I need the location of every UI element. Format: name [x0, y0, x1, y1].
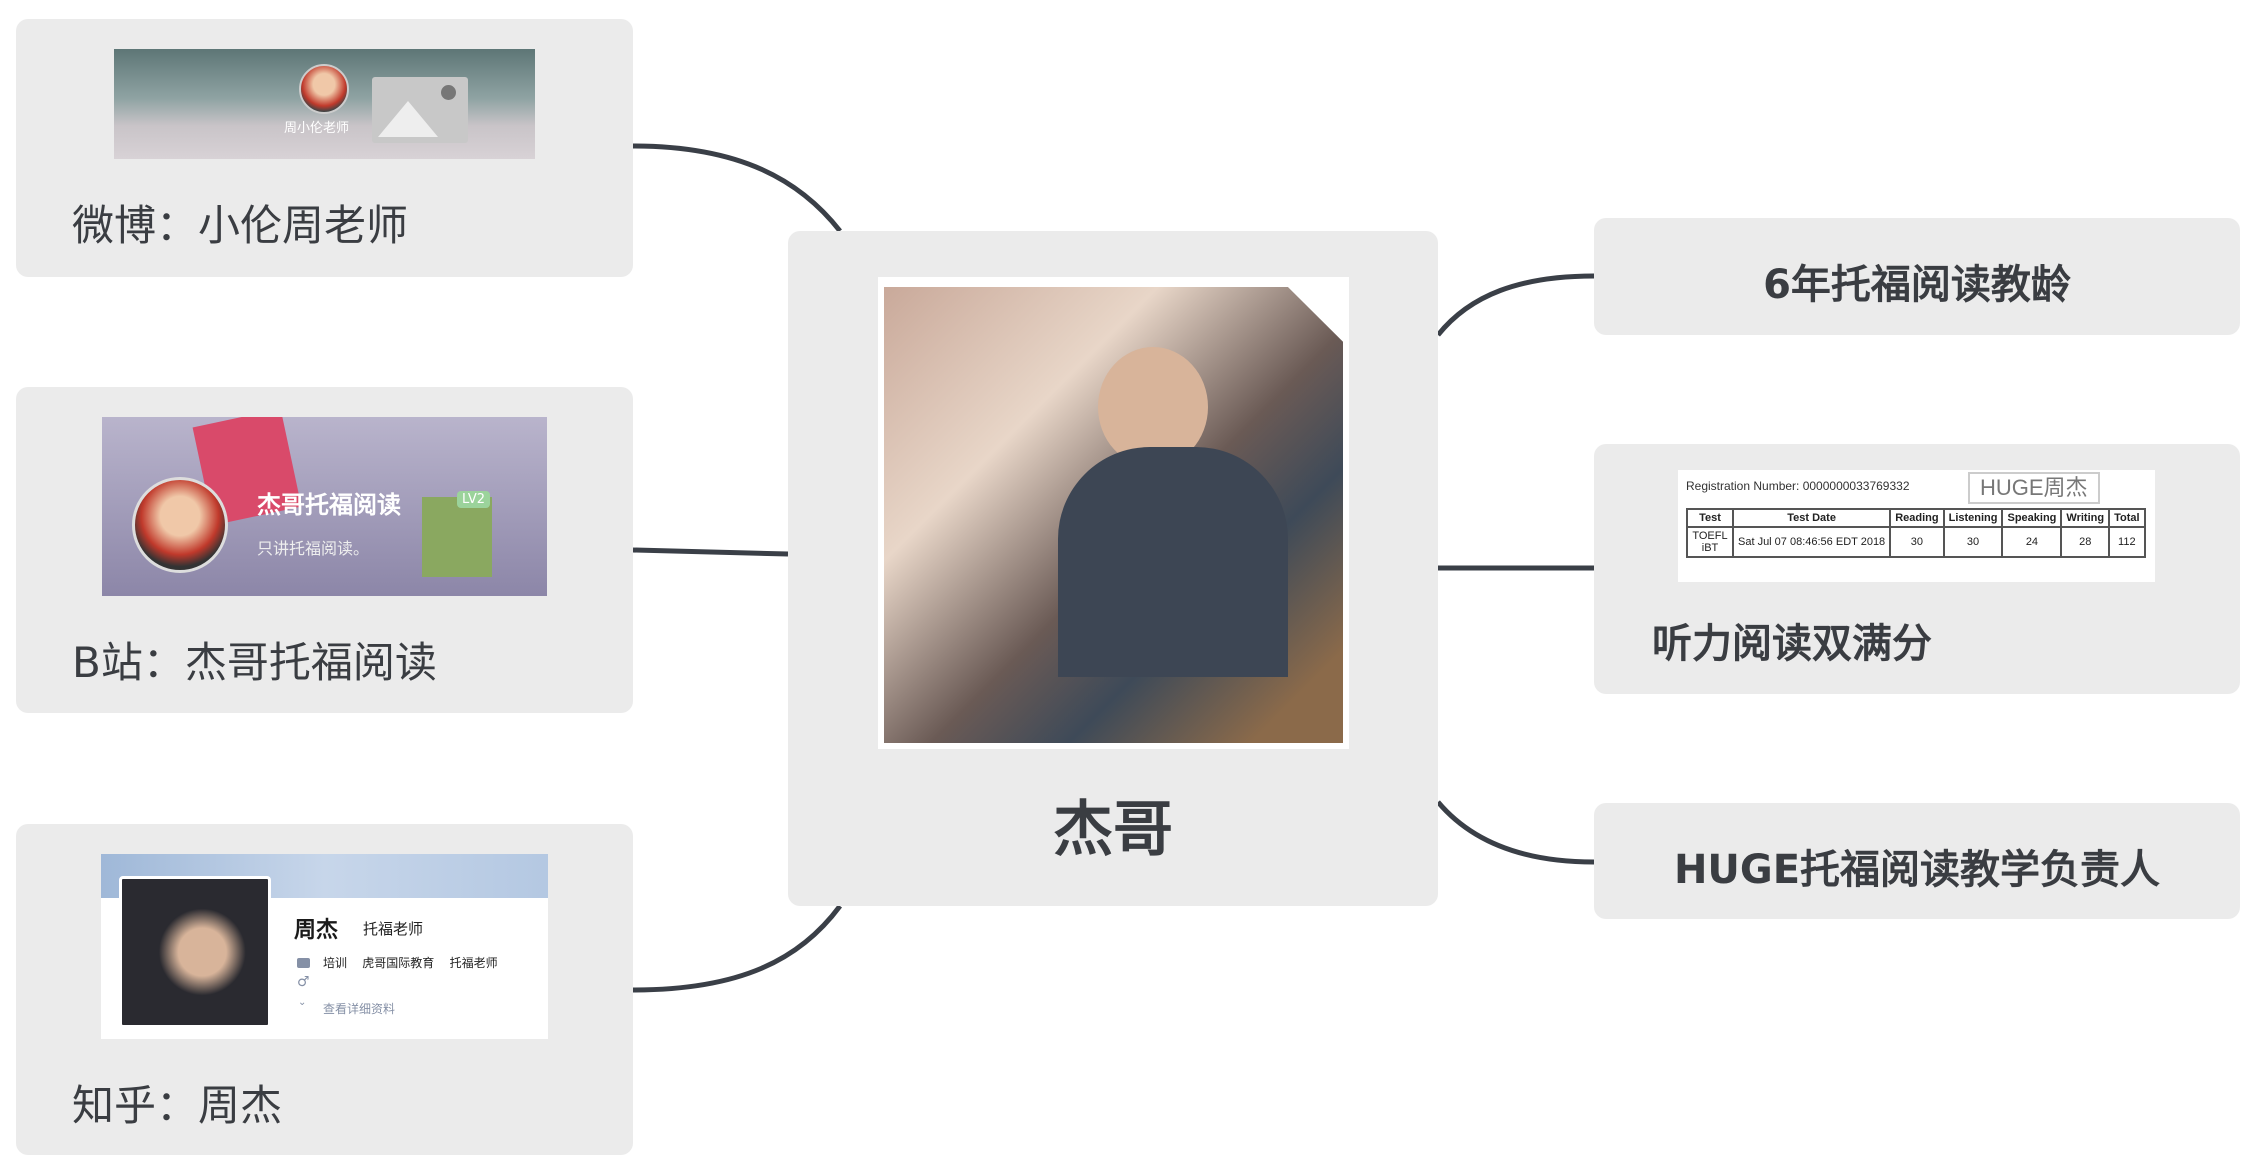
- connector-bilibili: [632, 547, 789, 557]
- level-badge: LV2: [457, 491, 490, 508]
- experience-card[interactable]: 6年托福阅读教龄: [1594, 218, 2240, 335]
- bilibili-bio: 只讲托福阅读。: [257, 539, 370, 558]
- registration-number: Registration Number: 0000000033769332: [1686, 479, 1910, 493]
- connector-experience: [1436, 273, 1595, 337]
- weibo-profile-name: 周小伦老师: [284, 121, 350, 136]
- avatar: [132, 477, 228, 573]
- zhihu-label: 知乎：周杰: [72, 1081, 283, 1130]
- zhihu-tag: 虎哥国际教育: [362, 956, 435, 970]
- central-photo: [878, 277, 1349, 749]
- connector-role: [1436, 800, 1595, 865]
- zhihu-tag: 托福老师: [449, 956, 498, 970]
- briefcase-icon: [297, 958, 310, 968]
- image-placeholder-icon: [372, 77, 468, 143]
- bilibili-label: B站：杰哥托福阅读: [72, 638, 437, 687]
- zhihu-profile-image: 周杰 托福老师 培训 虎哥国际教育 托福老师 ♂ ⌄ 查看详细资料: [101, 854, 548, 1039]
- zhihu-profile-name: 周杰: [294, 918, 339, 943]
- connector-weibo: [632, 143, 842, 233]
- connector-zhihu: [632, 904, 843, 993]
- central-title: 杰哥: [1053, 795, 1173, 865]
- weibo-card[interactable]: 周小伦老师 微博：小伦周老师: [16, 19, 633, 277]
- bilibili-banner-image: 杰哥托福阅读 LV2 只讲托福阅读。: [102, 417, 547, 596]
- scores-label: 听力阅读双满分: [1652, 621, 1932, 667]
- avatar: [299, 64, 349, 114]
- central-node[interactable]: 杰哥: [788, 231, 1438, 906]
- watermark: HUGE周杰: [1968, 472, 2100, 504]
- zhihu-headline: 托福老师: [363, 920, 424, 938]
- weibo-banner-image: 周小伦老师: [114, 49, 535, 159]
- avatar: [119, 876, 271, 1028]
- zhihu-tag: 培训: [323, 956, 348, 970]
- scores-card[interactable]: Registration Number: 0000000033769332 HU…: [1594, 444, 2240, 694]
- role-card[interactable]: HUGE托福阅读教学负责人: [1594, 803, 2240, 919]
- weibo-label: 微博：小伦周老师: [72, 201, 409, 250]
- experience-label: 6年托福阅读教龄: [1763, 262, 2071, 308]
- view-details-link[interactable]: 查看详细资料: [323, 1002, 396, 1016]
- male-icon: ♂: [297, 974, 310, 990]
- chevron-down-icon: ⌄: [298, 997, 307, 1008]
- role-label: HUGE托福阅读教学负责人: [1673, 847, 2161, 893]
- zhihu-card[interactable]: 周杰 托福老师 培训 虎哥国际教育 托福老师 ♂ ⌄ 查看详细资料 知乎：周杰: [16, 824, 633, 1155]
- bilibili-profile-name: 杰哥托福阅读: [257, 491, 401, 519]
- bilibili-card[interactable]: 杰哥托福阅读 LV2 只讲托福阅读。 B站：杰哥托福阅读: [16, 387, 633, 713]
- toefl-score-report-image: Registration Number: 0000000033769332 HU…: [1678, 470, 2155, 582]
